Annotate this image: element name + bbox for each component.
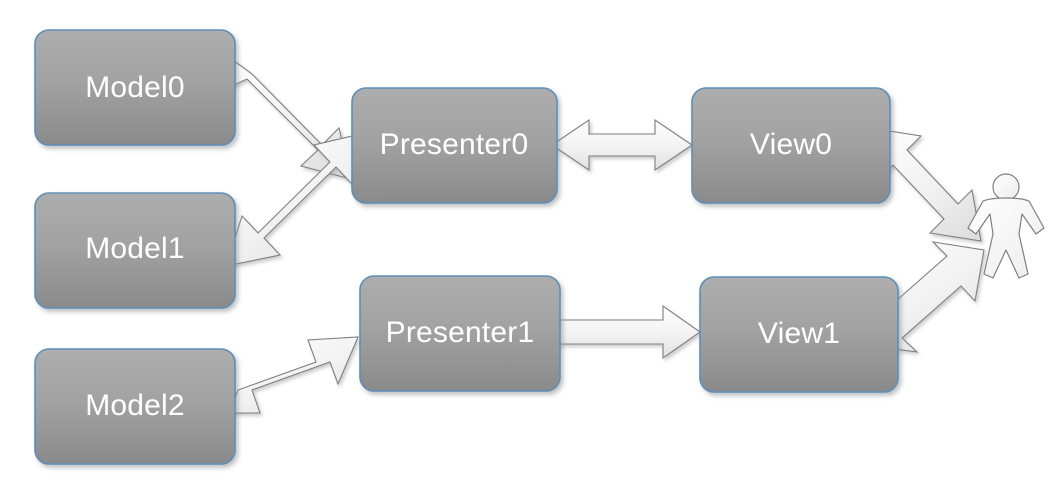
node-presenter0-label: Presenter0 [380,128,529,161]
connector-presenter1-to-view1 [557,304,701,360]
node-view1-label: View1 [758,317,840,350]
node-presenter1-label: Presenter1 [386,316,535,349]
node-model1-label: Model1 [85,232,185,265]
user-actor-icon [967,173,1045,279]
actor-body-icon [967,197,1045,279]
connector-model2-to-presenter1 [228,336,359,414]
node-model1-box[interactable] [34,192,236,309]
node-presenter1-box[interactable] [359,275,561,392]
node-presenter0-box[interactable] [351,87,558,204]
actor-head-icon [992,173,1020,201]
node-model2-box[interactable] [34,348,236,465]
node-presenter0[interactable]: Presenter0 [351,87,558,204]
node-presenter1[interactable]: Presenter1 [359,275,561,392]
node-view1-box[interactable] [699,276,899,393]
node-view0-box[interactable] [691,87,891,204]
node-view0-label: View0 [750,128,832,161]
node-model0[interactable]: Model0 [34,29,236,146]
node-model0-box[interactable] [34,29,236,146]
node-view0[interactable]: View0 [691,87,891,204]
node-view1[interactable]: View1 [699,276,899,393]
node-model2-label: Model2 [85,389,185,422]
node-model2[interactable]: Model2 [34,348,236,465]
node-model1[interactable]: Model1 [34,192,236,309]
connector-presenter0-to-view0 [551,118,693,172]
connector-model1-to-presenter0 [225,132,366,267]
node-model0-label: Model0 [85,71,185,104]
